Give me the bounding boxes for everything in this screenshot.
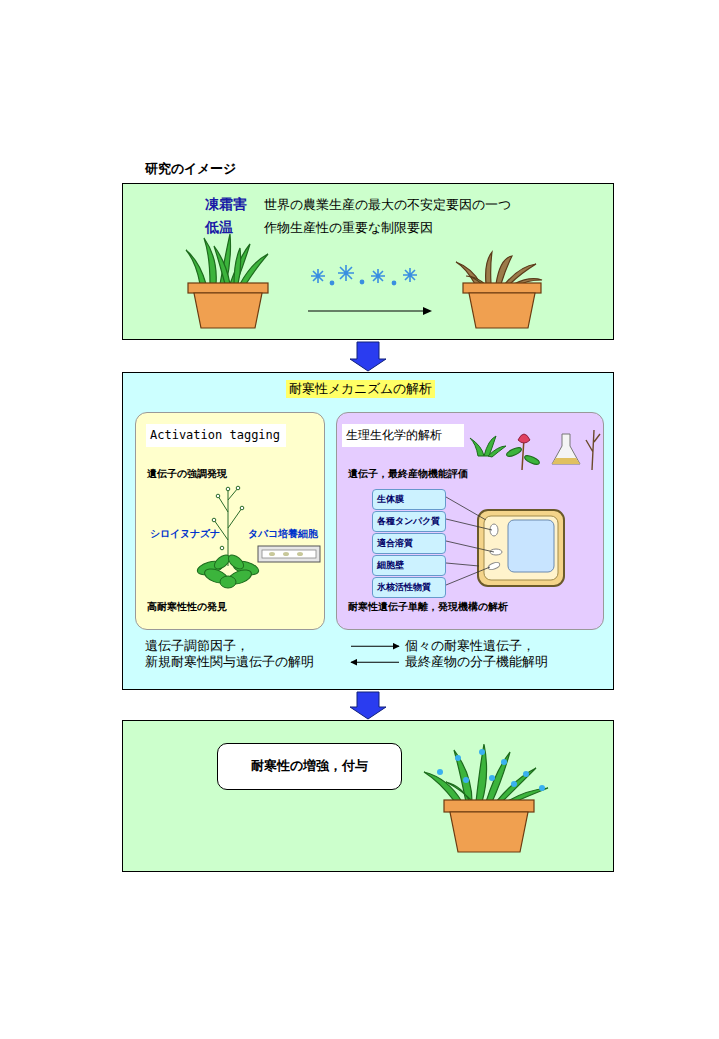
block-arrow (350, 342, 386, 371)
node-text: 遺伝子，最終産物機能評価 (348, 468, 468, 481)
node-text: 個々の耐寒性遺伝子， 最終産物の分子機能解明 (405, 638, 605, 671)
node-text: 遺伝子調節因子， 新規耐寒性関与遺伝子の解明 (145, 638, 345, 671)
label-box: 生理生化学的解析 (342, 424, 464, 447)
label-box: 適合溶質 (372, 533, 446, 554)
panel-box: 遺伝子の強調発現高耐寒性性の発見 Activation tagging (135, 412, 325, 630)
label-box: 細胞壁 (372, 555, 446, 576)
plant-label: シロイヌナズナ (150, 528, 220, 541)
flower-pot (444, 800, 534, 852)
node-text: 凍霜害 (205, 196, 247, 214)
node-text: 細胞壁 (377, 560, 441, 571)
node-text: 世界の農業生産の最大の不安定要因の一つ (264, 197, 511, 213)
node-text: 作物生産性の重要な制限要因 (264, 220, 433, 236)
node-text: 適合溶質 (377, 538, 441, 549)
label-box: 生体膜 (372, 489, 446, 510)
node-text: 耐寒性遺伝子単離，発現機構の解析 (348, 601, 508, 614)
node-text: 耐寒性の増強，付与 (228, 758, 391, 774)
plant-icons (470, 434, 541, 470)
node-text: 低温 (205, 219, 233, 237)
label-box: 各種タンパク質 (372, 511, 446, 532)
plant-label: タバコ培養細胞 (248, 528, 318, 541)
panel-box: 耐寒性の増強，付与 (122, 720, 614, 872)
label-box: Activation tagging (146, 424, 286, 447)
leader-lines (446, 497, 494, 585)
label-box: 遺伝子調節因子， 新規耐寒性関与遺伝子の解明 (145, 638, 345, 671)
healthy-plant (186, 234, 268, 284)
flask-icon (552, 434, 580, 464)
node-text: 遺伝子の強調発現 (147, 468, 227, 481)
node-text: 高耐寒性性の発見 (147, 601, 227, 614)
plant-cell (478, 510, 564, 586)
node-text: Activation tagging (150, 428, 282, 443)
block-arrow (350, 692, 386, 719)
panel-box: 凍霜害 世界の農業生産の最大の不安定要因の一つ低温 作物生産性の重要な制限要因 (122, 183, 614, 340)
label-box: 個々の耐寒性遺伝子， 最終産物の分子機能解明 (405, 638, 605, 671)
node-text: 耐寒性メカニズムの解析 (286, 380, 435, 398)
twig-icon (586, 430, 600, 470)
node-text: 生体膜 (377, 494, 441, 505)
withered-plant (456, 252, 542, 286)
panel-box: 遺伝子，最終産物機能評価耐寒性遺伝子単離，発現機構の解析生理生化学的解析生体膜各… (336, 412, 604, 630)
label-box: 耐寒性の増強，付与 (217, 743, 402, 790)
snowflakes (311, 265, 417, 285)
frost-dots (437, 749, 545, 791)
process-arrow (351, 662, 399, 663)
diagram-title: 研究のイメージ (145, 161, 236, 177)
arabidopsis-plant (196, 486, 260, 588)
node-text: 生理生化学的解析 (346, 428, 460, 443)
label-box: 氷核活性物質 (372, 577, 446, 598)
flower-pot (463, 283, 541, 328)
frost-tolerant-plant (424, 744, 548, 804)
time-arrow (308, 307, 432, 315)
process-arrow (351, 646, 399, 647)
node-text: 氷核活性物質 (377, 582, 441, 593)
flower-pot (188, 283, 268, 328)
culture-plate (258, 546, 320, 562)
node-text: 各種タンパク質 (377, 516, 441, 527)
